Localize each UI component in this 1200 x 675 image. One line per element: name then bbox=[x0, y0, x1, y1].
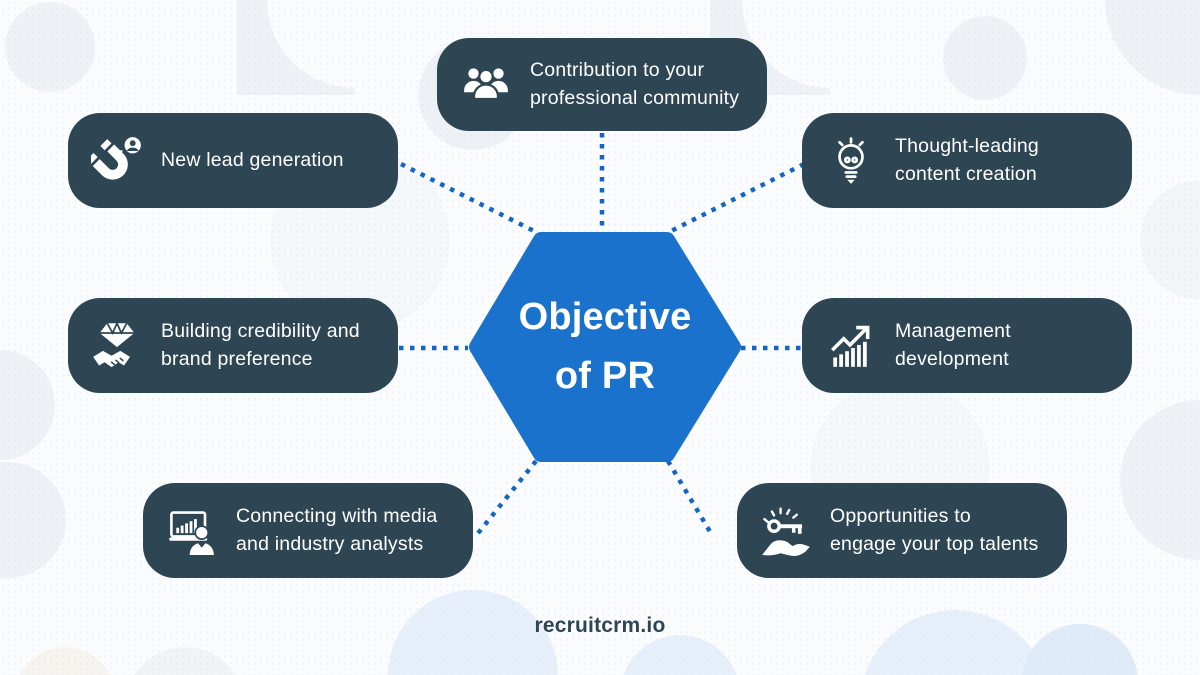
connector-bottom-left bbox=[473, 459, 538, 539]
node-building-credibility: Building credibility and brand preferenc… bbox=[68, 298, 398, 393]
node-connecting-media: Connecting with media and industry analy… bbox=[143, 483, 473, 578]
node-label: Connecting with media and industry analy… bbox=[236, 505, 438, 555]
magnet-icon bbox=[90, 135, 144, 187]
node-label: Building credibility and brand preferenc… bbox=[161, 320, 360, 370]
node-label: Thought-leading content creation bbox=[895, 135, 1039, 185]
lightbulb-icon bbox=[824, 136, 878, 186]
node-thought-leading-content: Thought-leading content creation bbox=[802, 113, 1132, 208]
node-new-lead-generation: New lead generation bbox=[68, 113, 398, 208]
key-hand-icon bbox=[759, 505, 813, 557]
connector-top-left bbox=[399, 161, 538, 235]
diamond-handshake-icon bbox=[90, 320, 144, 372]
node-label: Contribution to your professional commun… bbox=[530, 59, 740, 109]
hexagon-title-line2: of PR bbox=[554, 355, 656, 397]
presentation-person-icon bbox=[165, 505, 219, 557]
node-engage-top-talents: Opportunities to engage your top talents bbox=[737, 483, 1067, 578]
hexagon-title-line1: Objective bbox=[518, 296, 692, 339]
node-management-development: Management development bbox=[802, 298, 1132, 393]
node-label: Opportunities to engage your top talents bbox=[830, 505, 1039, 555]
connector-top-right bbox=[667, 161, 806, 235]
node-label: Management development bbox=[895, 320, 1011, 370]
connector-bottom-right bbox=[666, 459, 714, 537]
node-contribution-community: Contribution to your professional commun… bbox=[437, 38, 767, 131]
node-label: New lead generation bbox=[161, 148, 344, 171]
people-group-icon bbox=[459, 60, 513, 110]
hexagon-title: Objective of PR bbox=[470, 232, 740, 462]
growth-chart-icon bbox=[824, 321, 878, 371]
brand-footer: recruitcrm.io bbox=[534, 614, 666, 637]
